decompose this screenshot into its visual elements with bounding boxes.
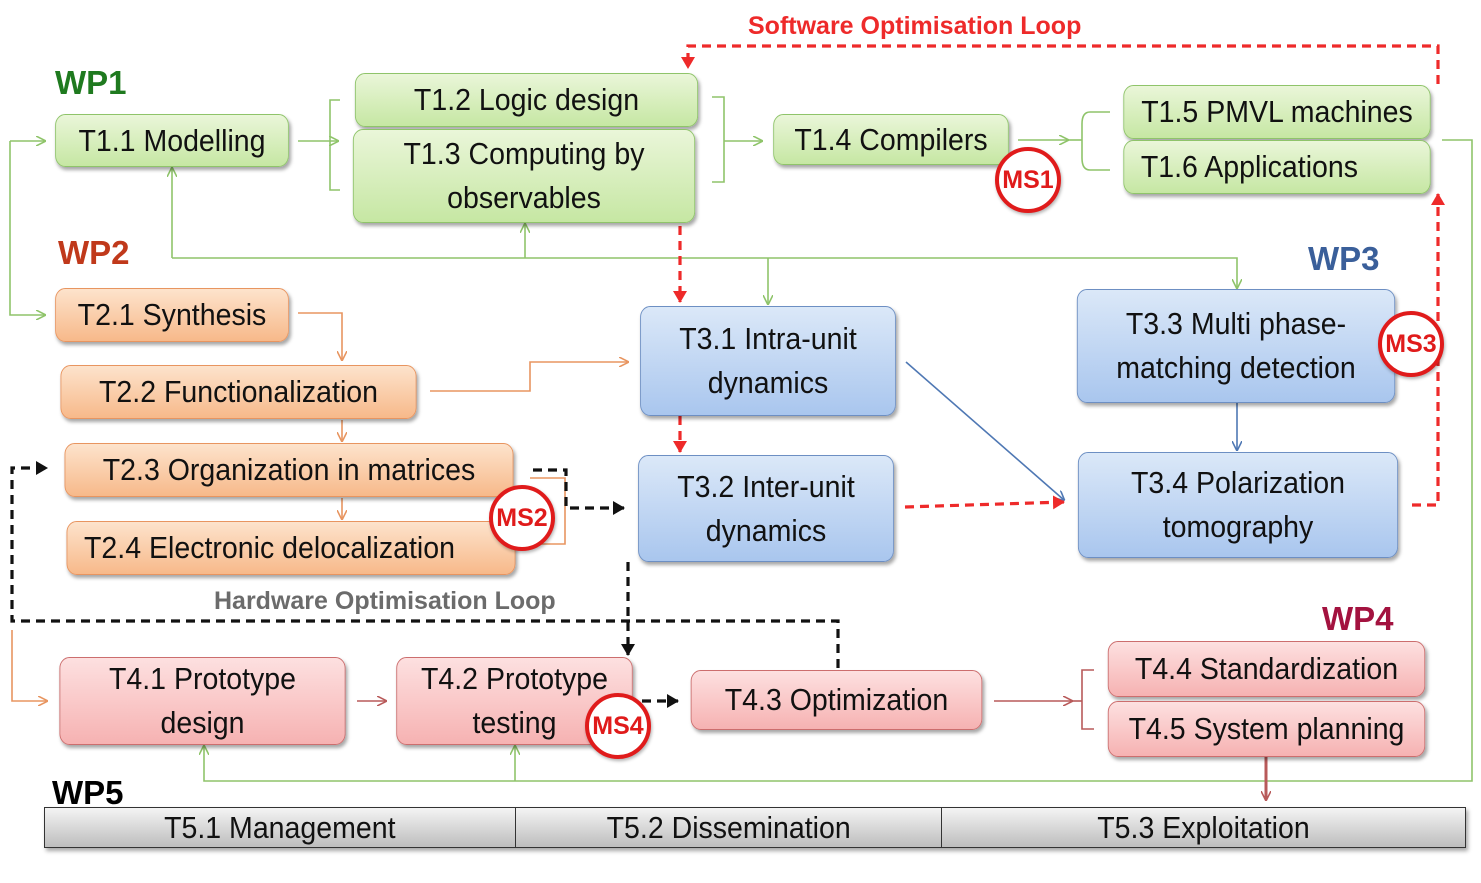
milestone-ms3: MS3 <box>1378 311 1444 377</box>
wp4-connectors <box>357 669 1094 730</box>
task-t3-3-multi-phase-matching-detection[interactable]: T3.3 Multi phase-matching detection <box>1076 289 1396 403</box>
task-t2-4-electronic-delocalization[interactable]: T2.4 Electronic delocalization <box>66 521 516 575</box>
hardware-loop-label: Hardware Optimisation Loop <box>214 587 556 615</box>
task-t4-4-standardization[interactable]: T4.4 Standardization <box>1107 641 1426 697</box>
task-t1-2-logic-design[interactable]: T1.2 Logic design <box>354 73 699 127</box>
milestone-ms1: MS1 <box>995 147 1061 213</box>
wp1-connectors <box>9 96 1473 782</box>
task-t1-1-modelling[interactable]: T1.1 Modelling <box>55 114 289 167</box>
wp5-label: WP5 <box>52 774 124 811</box>
software-loop-label: Software Optimisation Loop <box>748 12 1082 40</box>
task-t2-1-synthesis[interactable]: T2.1 Synthesis <box>55 288 289 342</box>
task-t5-2-dissemination[interactable]: T5.2 Dissemination <box>516 808 942 847</box>
task-t1-6-applications[interactable]: T1.6 Applications <box>1123 140 1431 194</box>
wp2-connectors <box>11 312 628 701</box>
software-optimisation-loop <box>673 44 1445 510</box>
task-t2-3-organization-in-matrices[interactable]: T2.3 Organization in matrices <box>64 443 514 497</box>
milestone-ms4: MS4 <box>585 693 651 759</box>
wp3-label: WP3 <box>1308 240 1380 277</box>
task-t1-5-pmvl-machines[interactable]: T1.5 PMVL machines <box>1123 85 1431 139</box>
milestone-ms2: MS2 <box>489 485 555 551</box>
task-t5-3-exploitation[interactable]: T5.3 Exploitation <box>1097 809 1310 845</box>
wp4-label: WP4 <box>1322 600 1394 637</box>
task-t4-5-system-planning[interactable]: T4.5 System planning <box>1107 701 1426 757</box>
wp1-label: WP1 <box>55 64 127 101</box>
wp3-connectors <box>905 361 1237 500</box>
task-t1-4-compilers[interactable]: T1.4 Compilers <box>773 114 1009 165</box>
task-t5-1-management[interactable]: T5.1 Management <box>45 808 516 847</box>
task-t4-3-optimization[interactable]: T4.3 Optimization <box>690 670 983 730</box>
task-t2-2-functionalization[interactable]: T2.2 Functionalization <box>60 365 417 419</box>
wp2-label: WP2 <box>58 234 130 271</box>
wp5-task-bar: T5.1 Management T5.2 Dissemination T5.3 … <box>44 807 1466 848</box>
hardware-optimisation-loop <box>10 461 840 708</box>
